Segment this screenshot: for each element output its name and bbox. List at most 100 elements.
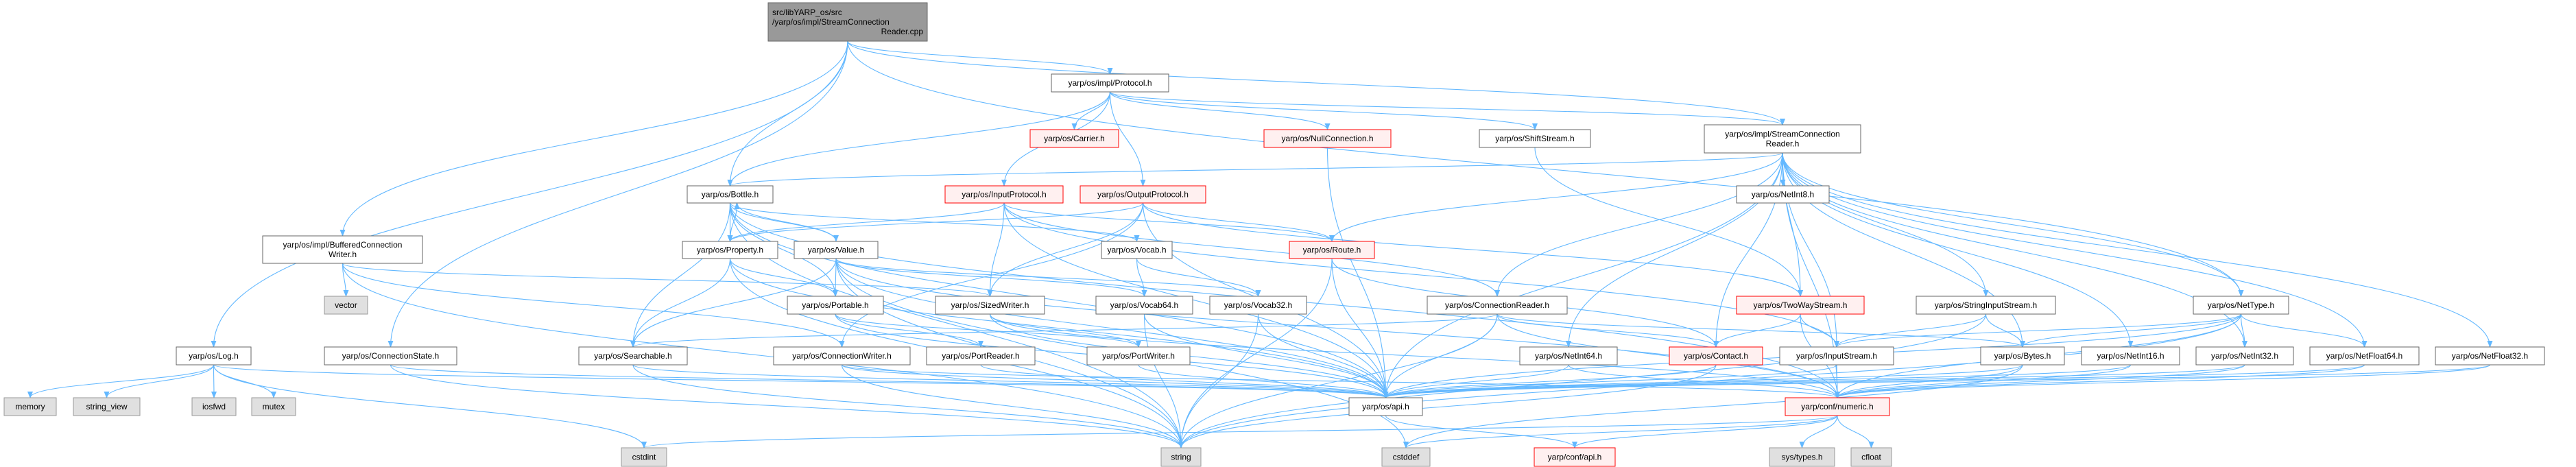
edge-inputprotocol-to-sizedwriter — [987, 202, 1005, 297]
node-box — [682, 241, 778, 259]
edge-inputprotocol-to-inputstream — [1003, 202, 1839, 348]
node-sizedwriter[interactable]: yarp/os/SizedWriter.h — [935, 296, 1045, 315]
node-inputprotocol[interactable]: yarp/os/InputProtocol.h — [944, 185, 1064, 204]
node-box — [1086, 346, 1191, 366]
edge-twowaystream-to-inputstream — [1800, 313, 1839, 348]
node-label: yarp/os/impl/StreamConnection — [1725, 130, 1839, 139]
edge-netfloat64-to-api — [1383, 364, 2365, 398]
node-label: sys/types.h — [1781, 453, 1822, 462]
edge-numeric-to-systypes — [1799, 415, 1838, 448]
node-portwriter[interactable]: yarp/os/PortWriter.h — [1086, 346, 1191, 366]
node-connwriter[interactable]: yarp/os/ConnectionWriter.h — [773, 346, 911, 366]
node-vocab64[interactable]: yarp/os/Vocab64.h — [1095, 296, 1193, 315]
node-box — [1427, 296, 1568, 315]
edge-scr-to-bottle — [728, 152, 1783, 187]
node-label: yarp/os/Value.h — [808, 246, 865, 255]
node-label: memory — [15, 402, 45, 411]
edge-outputprotocol-to-twowaystream — [1142, 202, 1803, 297]
node-confapi[interactable]: yarp/conf/api.h — [1534, 447, 1616, 467]
node-box — [1785, 397, 1890, 416]
node-inputstream[interactable]: yarp/os/InputStream.h — [1779, 346, 1894, 366]
node-box — [1263, 129, 1392, 148]
node-netint8[interactable]: yarp/os/NetInt8.h — [1736, 185, 1830, 204]
node-portreader[interactable]: yarp/os/PortReader.h — [926, 346, 1036, 366]
node-root[interactable]: src/libYARP_os/src/yarp/os/impl/StreamCo… — [767, 2, 928, 42]
node-label: iosfwd — [202, 402, 226, 411]
node-nettype[interactable]: yarp/os/NetType.h — [2193, 296, 2289, 315]
edge-numeric-to-cfloat — [1837, 415, 1874, 448]
edge-scr-to-stringinputstream — [1782, 152, 1989, 297]
node-netfloat32[interactable]: yarp/os/NetFloat32.h — [2435, 346, 2545, 366]
edge-bottle-to-searchable — [630, 202, 731, 348]
node-searchable[interactable]: yarp/os/Searchable.h — [578, 346, 688, 366]
node-mutex: mutex — [251, 397, 296, 416]
node-label: yarp/os/OutputProtocol.h — [1097, 190, 1189, 200]
node-label: yarp/os/api.h — [1362, 402, 1409, 411]
node-box — [1850, 447, 1892, 467]
node-connstate[interactable]: yarp/os/ConnectionState.h — [324, 346, 457, 366]
node-portable[interactable]: yarp/os/Portable.h — [787, 296, 884, 315]
node-route[interactable]: yarp/os/Route.h — [1289, 241, 1375, 259]
node-api[interactable]: yarp/os/api.h — [1348, 397, 1423, 416]
node-contact[interactable]: yarp/os/Contact.h — [1669, 346, 1763, 366]
edge-scr-to-connreader — [1494, 152, 1783, 297]
edge-netfloat32-to-api — [1383, 364, 2491, 398]
node-cstdint: cstdint — [621, 447, 667, 467]
edge-value-to-bottle — [734, 202, 837, 242]
node-netint32[interactable]: yarp/os/NetInt32.h — [2195, 346, 2294, 366]
edge-portreader-to-api — [980, 364, 1389, 398]
node-bytes[interactable]: yarp/os/Bytes.h — [1980, 346, 2065, 366]
node-property[interactable]: yarp/os/Property.h — [682, 241, 778, 259]
edge-log-to-memory — [27, 364, 215, 398]
edge-inputprotocol-to-property — [727, 202, 1005, 242]
edge-value-to-api — [835, 258, 1389, 398]
edge-log-to-string_view — [104, 364, 215, 398]
node-bottle[interactable]: yarp/os/Bottle.h — [687, 185, 774, 204]
node-connreader[interactable]: yarp/os/ConnectionReader.h — [1427, 296, 1568, 315]
node-label: string — [1171, 453, 1191, 462]
edge-nettype-to-netfloat64 — [2240, 313, 2368, 348]
node-label: yarp/os/Log.h — [189, 351, 239, 361]
node-box — [621, 447, 667, 467]
edge-bcw-to-string — [342, 263, 1184, 448]
node-outputprotocol[interactable]: yarp/os/OutputProtocol.h — [1080, 185, 1206, 204]
node-stringinputstream[interactable]: yarp/os/StringInputStream.h — [1916, 296, 2056, 315]
node-carrier[interactable]: yarp/os/Carrier.h — [1029, 129, 1119, 148]
edge-property-to-searchable — [630, 258, 731, 348]
edge-log-to-cstdint — [213, 364, 647, 448]
node-label: cfloat — [1861, 453, 1881, 462]
edge-netfloat32-to-numeric — [1835, 364, 2491, 398]
node-twowaystream[interactable]: yarp/os/TwoWayStream.h — [1736, 296, 1865, 315]
node-label: yarp/os/Route.h — [1303, 246, 1361, 255]
node-box — [944, 185, 1064, 204]
edge-outputprotocol-to-sizedwriter — [987, 202, 1144, 297]
node-nullconn[interactable]: yarp/os/NullConnection.h — [1263, 129, 1392, 148]
node-log[interactable]: yarp/os/Log.h — [176, 346, 252, 366]
node-vector: vector — [324, 296, 368, 315]
edge-root-to-protocol — [847, 40, 1113, 75]
node-vocab[interactable]: yarp/os/Vocab.h — [1101, 241, 1173, 259]
node-value[interactable]: yarp/os/Value.h — [794, 241, 879, 259]
node-shiftstream[interactable]: yarp/os/ShiftStream.h — [1479, 129, 1591, 148]
edge-numeric-to-confapi — [1572, 415, 1838, 448]
node-protocol[interactable]: yarp/os/impl/Protocol.h — [1051, 73, 1169, 93]
node-netint16[interactable]: yarp/os/NetInt16.h — [2081, 346, 2180, 366]
node-string_view: string_view — [73, 397, 141, 416]
node-label: yarp/os/NetInt32.h — [2211, 351, 2278, 361]
node-numeric[interactable]: yarp/conf/numeric.h — [1785, 397, 1890, 416]
node-vocab32[interactable]: yarp/os/Vocab32.h — [1209, 296, 1307, 315]
node-netfloat64[interactable]: yarp/os/NetFloat64.h — [2309, 346, 2420, 366]
node-label: yarp/os/Portable.h — [802, 300, 868, 310]
edge-scr-to-netfloat32 — [1782, 152, 2493, 348]
node-label: yarp/os/PortWriter.h — [1102, 351, 1175, 361]
node-box — [1160, 447, 1202, 467]
node-box — [324, 346, 457, 366]
node-netint64[interactable]: yarp/os/NetInt64.h — [1519, 346, 1618, 366]
edge-log-to-api — [213, 364, 1388, 398]
edge-contact-to-string — [1178, 364, 1717, 448]
edge-netfloat64-to-numeric — [1835, 364, 2365, 398]
node-box — [3, 397, 57, 416]
edge-nettype-to-bytes — [2020, 313, 2242, 348]
